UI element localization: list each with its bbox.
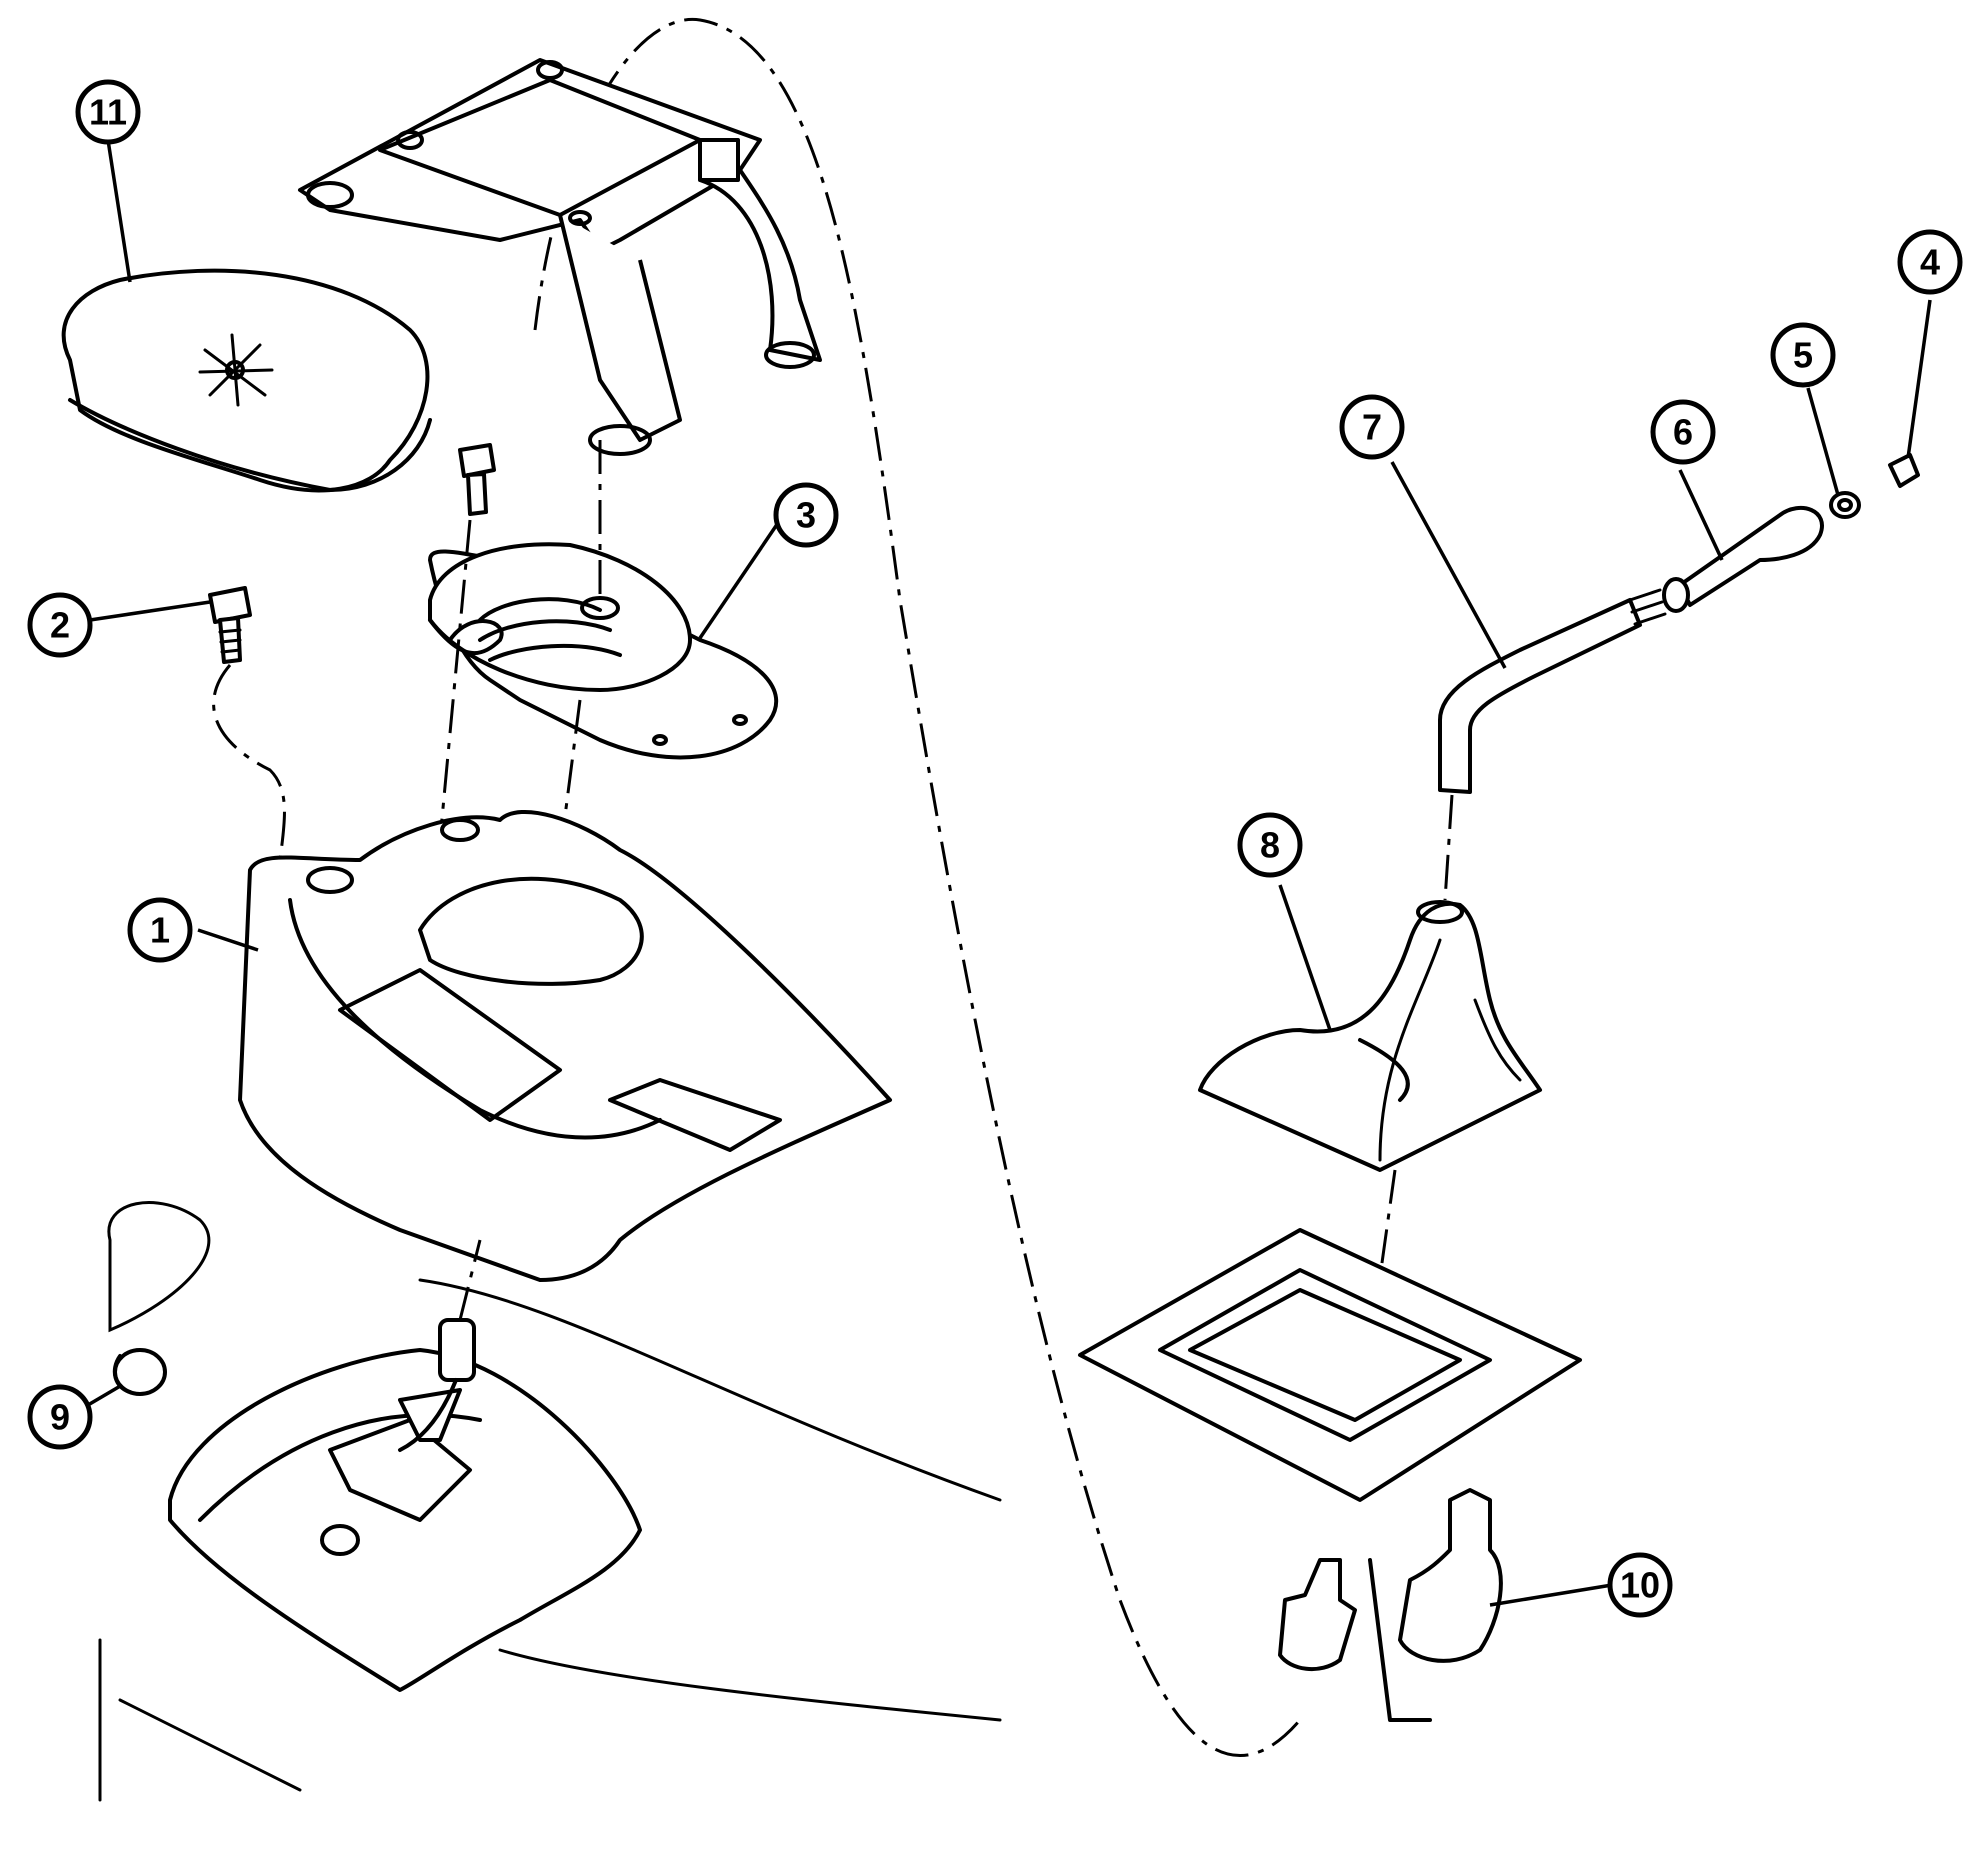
bracket-alignment-line-b <box>438 519 472 841</box>
leader-line-1 <box>197 928 259 952</box>
part-2-bolt <box>208 586 252 664</box>
floor-opening-outline <box>107 1201 211 1333</box>
vehicle-floor-outline <box>98 1638 1002 1802</box>
callout-10: 10 <box>1607 1552 1673 1618</box>
upper-support-bracket <box>298 58 822 456</box>
boot-retainer-plate <box>1078 1228 1582 1502</box>
callout-3: 3 <box>773 482 839 548</box>
svg-text:10: 10 <box>1620 1565 1660 1606</box>
leader-line-11 <box>106 139 132 283</box>
part-1-floor-plate <box>238 810 892 1282</box>
leader-line-7 <box>1390 461 1507 669</box>
part-8-shift-boot <box>1198 900 1542 1172</box>
part-7-shift-lever <box>1438 588 1667 794</box>
callout-11: 11 <box>75 79 141 145</box>
svg-text:4: 4 <box>1920 242 1940 283</box>
part-10-bushings <box>1278 1488 1503 1722</box>
callout-1: 1 <box>127 897 193 963</box>
svg-text:3: 3 <box>796 495 816 536</box>
callout-5: 5 <box>1770 322 1836 388</box>
svg-text:1: 1 <box>150 910 170 951</box>
part-6-shift-knob <box>1662 505 1824 613</box>
callout-4: 4 <box>1897 229 1963 295</box>
bolt-2-alignment-line <box>212 664 286 861</box>
svg-text:11: 11 <box>89 92 127 133</box>
lever-alignment-line <box>1443 794 1454 901</box>
part-4-clip <box>1888 453 1920 488</box>
callout-2: 2 <box>27 592 93 658</box>
leader-line-6 <box>1678 469 1724 561</box>
svg-text:5: 5 <box>1793 335 1813 376</box>
svg-text:8: 8 <box>1260 825 1280 866</box>
part-9-grommet <box>112 1348 167 1396</box>
callout-7: 7 <box>1339 394 1405 460</box>
shift-tower-alignment-line <box>458 1239 482 1321</box>
leader-line-4 <box>1906 299 1932 459</box>
leader-line-10 <box>1489 1583 1613 1607</box>
floor-line <box>418 1278 1002 1502</box>
part-5-nut <box>1829 491 1861 519</box>
bracket-bolt <box>458 443 496 516</box>
leader-line-8 <box>1278 884 1332 1031</box>
part-11-insulator-pad <box>61 268 432 493</box>
part-3-seal-plate <box>428 542 778 760</box>
svg-text:2: 2 <box>50 605 70 646</box>
transmission-shift-tower <box>168 1318 642 1692</box>
svg-text:7: 7 <box>1362 407 1382 448</box>
callout-8: 8 <box>1237 812 1303 878</box>
leader-line-9 <box>87 1383 123 1407</box>
callout-9: 9 <box>27 1384 93 1450</box>
leader-line-3 <box>698 519 782 639</box>
callout-6: 6 <box>1650 399 1716 465</box>
leader-line-2 <box>89 600 211 622</box>
leader-line-5 <box>1806 387 1840 496</box>
assembly-boundary-dashed-loop <box>533 17 1302 1757</box>
svg-text:6: 6 <box>1673 412 1693 453</box>
svg-text:9: 9 <box>50 1397 70 1438</box>
